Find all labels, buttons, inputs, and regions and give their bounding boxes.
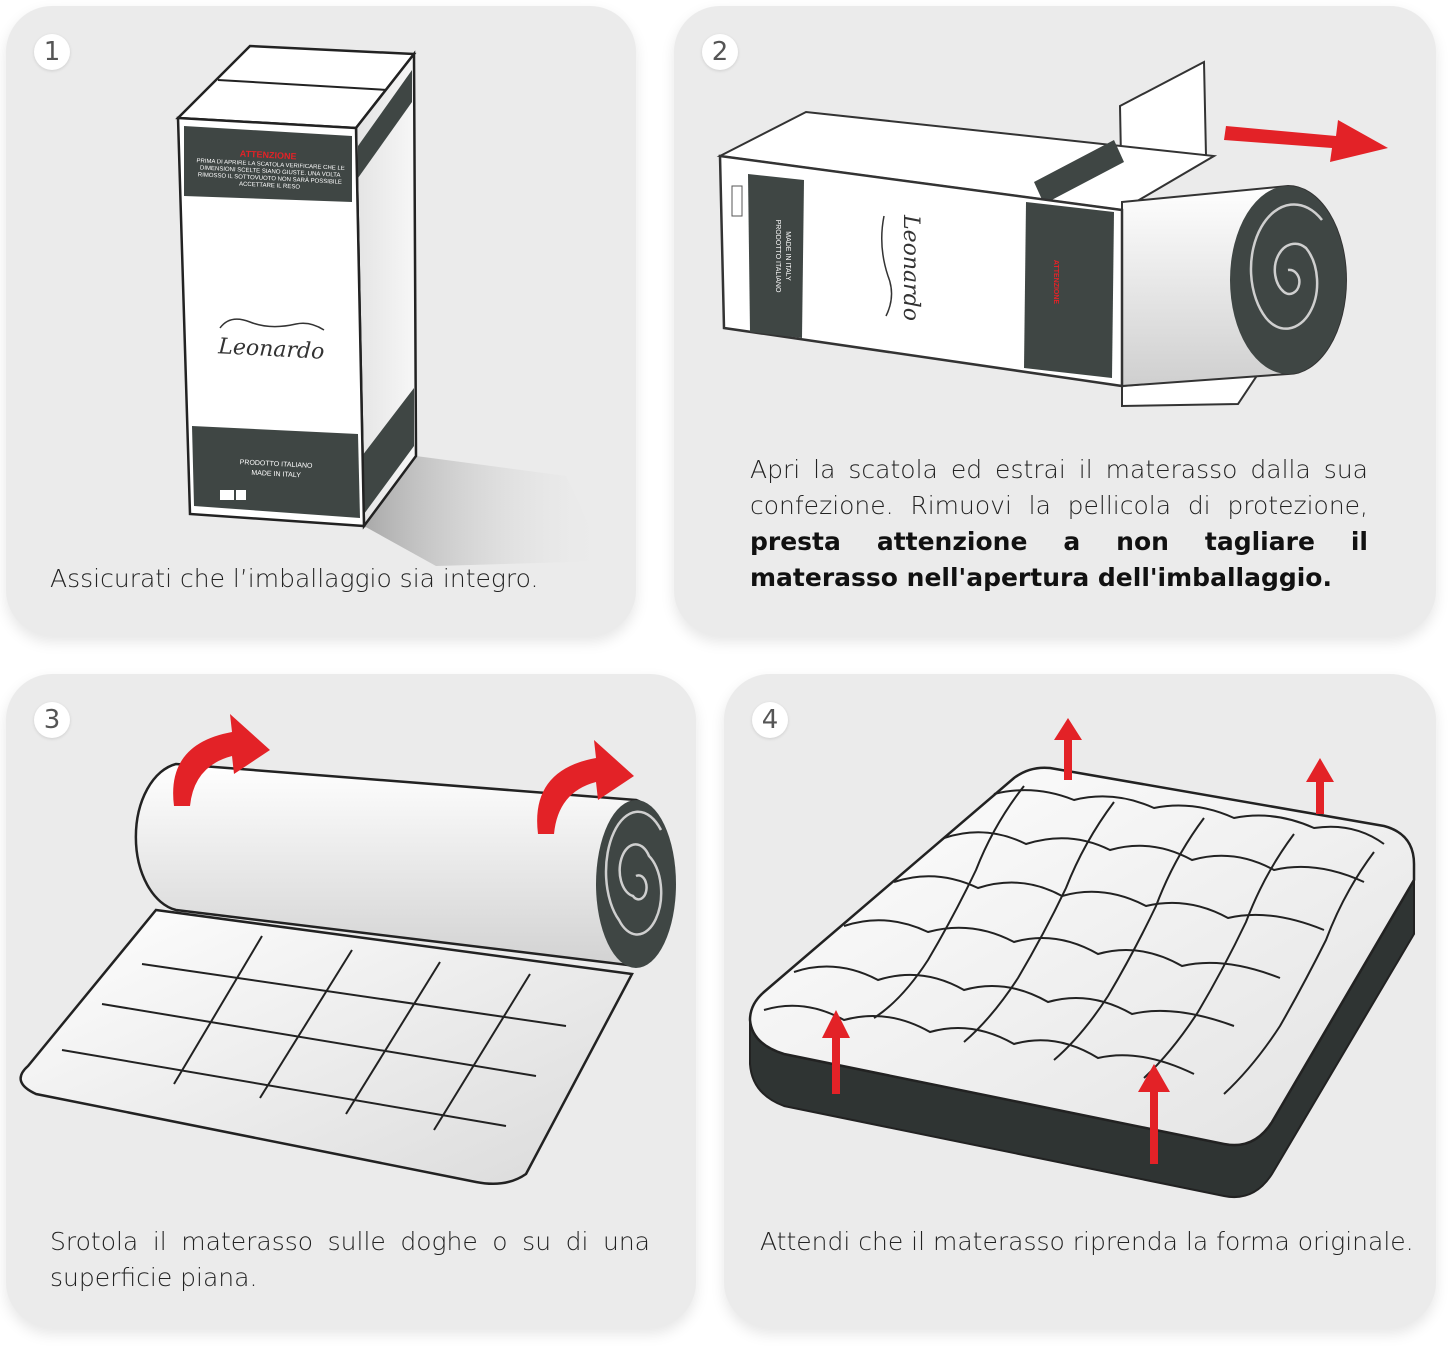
box-origin-line1: PRODOTTO ITALIANO (774, 220, 781, 293)
step-card-3: 3 Srotola il m (6, 674, 696, 1328)
box-brand-logo: Leonardo (898, 214, 923, 321)
box-warning-title: ATTENZIONE (1052, 260, 1059, 305)
step-card-1: 1 ATTENZIONE PRIMA DI APRIRE LA SCATOLA … (6, 6, 636, 636)
mattress-roll-end (596, 800, 676, 968)
sealed-box-illustration: ATTENZIONE PRIMA DI APRIRE LA SCATOLA VE… (6, 6, 636, 636)
step-caption: Assicurati che l’imballaggio sia integro… (50, 561, 610, 597)
step-caption-bold: presta attenzione a non tagliare il mate… (750, 527, 1368, 592)
box-origin-line2: MADE IN ITALY (784, 231, 791, 281)
step-caption: Apri la scatola ed estrai il materasso d… (750, 452, 1368, 596)
step-caption: Attendi che il materasso riprenda la for… (760, 1224, 1420, 1260)
step-caption-regular: Apri la scatola ed estrai il materasso d… (750, 455, 1368, 520)
box-band-right (1024, 202, 1114, 378)
qr-code-icon (732, 186, 742, 216)
qr-code-icon (220, 490, 234, 500)
step-caption: Srotola il materasso sulle doghe o su di… (50, 1224, 650, 1296)
arrow-right-icon (1224, 120, 1388, 162)
mattress-roll-end (1230, 186, 1346, 374)
recycle-icon (236, 490, 246, 500)
step-card-4: 4 Attendi che il m (724, 674, 1436, 1328)
arrow-up-icon (1306, 758, 1334, 814)
step-card-2: 2 PRODOTTO ITALIANO MADE IN ITALY ATTENZ… (674, 6, 1436, 636)
